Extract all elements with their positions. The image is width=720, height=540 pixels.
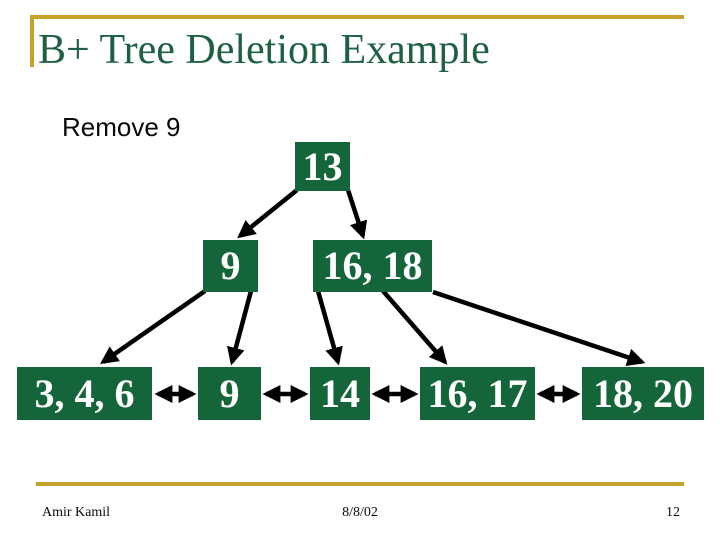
edge-internal-left-to-leaf-1 xyxy=(100,289,207,365)
tree-leaf-4: 16, 17 xyxy=(420,367,535,420)
tree-leaf-1: 3, 4, 6 xyxy=(17,367,152,420)
tree-node-root: 13 xyxy=(295,142,350,191)
action-label: Remove 9 xyxy=(62,112,181,142)
bottom-accent-line xyxy=(36,482,684,486)
slide-title: B+ Tree Deletion Example xyxy=(38,27,490,73)
tree-node-internal-right: 16, 18 xyxy=(313,240,432,292)
edge-internal-right-to-leaf-4 xyxy=(381,289,448,365)
edge-root-to-internal-left xyxy=(237,188,299,239)
edge-internal-right-to-leaf-5 xyxy=(432,289,646,366)
edge-root-to-internal-right xyxy=(345,189,368,240)
footer-page-number: 12 xyxy=(666,505,680,520)
tree-leaf-2: 9 xyxy=(198,367,261,420)
tree-node-internal-left: 9 xyxy=(203,240,258,292)
tree-leaf-3: 14 xyxy=(310,367,370,420)
top-accent-line xyxy=(30,15,684,19)
footer-author: Amir Kamil xyxy=(42,505,111,520)
left-accent-line xyxy=(30,15,34,67)
footer-date: 8/8/02 xyxy=(342,505,378,520)
edge-internal-left-to-leaf-2 xyxy=(227,290,254,366)
edge-internal-right-to-leaf-3 xyxy=(315,290,343,366)
tree-leaf-5: 18, 20 xyxy=(582,367,704,420)
